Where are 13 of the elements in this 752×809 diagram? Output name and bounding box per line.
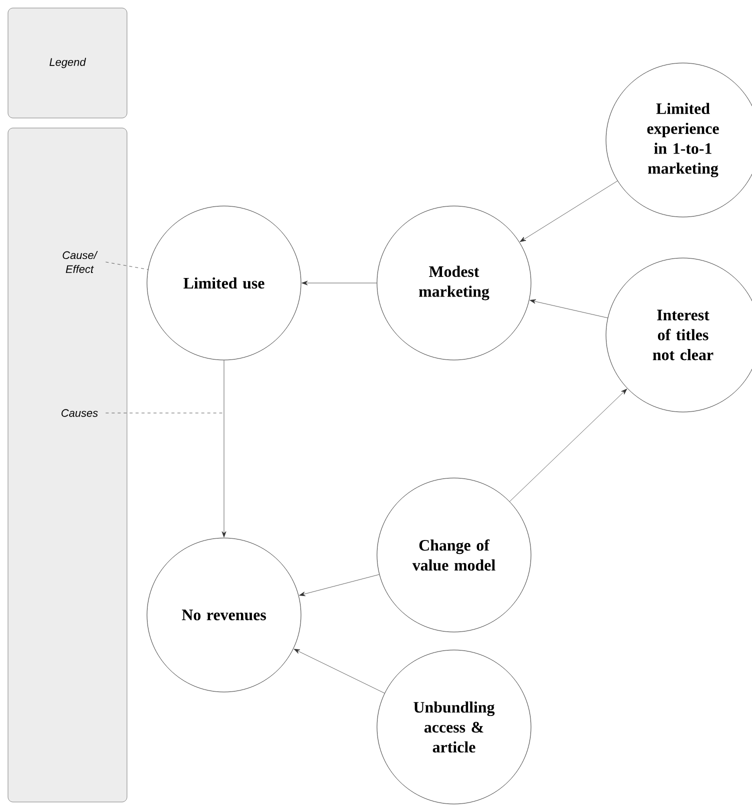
arrow <box>302 280 377 286</box>
arrow <box>520 180 618 242</box>
arrow <box>294 648 385 694</box>
panel-label: Causes <box>62 409 98 417</box>
side-panel <box>8 128 128 802</box>
arrow <box>530 299 608 318</box>
leader-line <box>106 262 148 270</box>
panel-label: Cause/ Effect <box>62 251 98 273</box>
leader-line <box>106 412 224 414</box>
arrow <box>222 360 226 538</box>
legend-panel: Legend <box>8 8 128 118</box>
arrow <box>299 574 380 596</box>
arrow <box>509 388 628 502</box>
